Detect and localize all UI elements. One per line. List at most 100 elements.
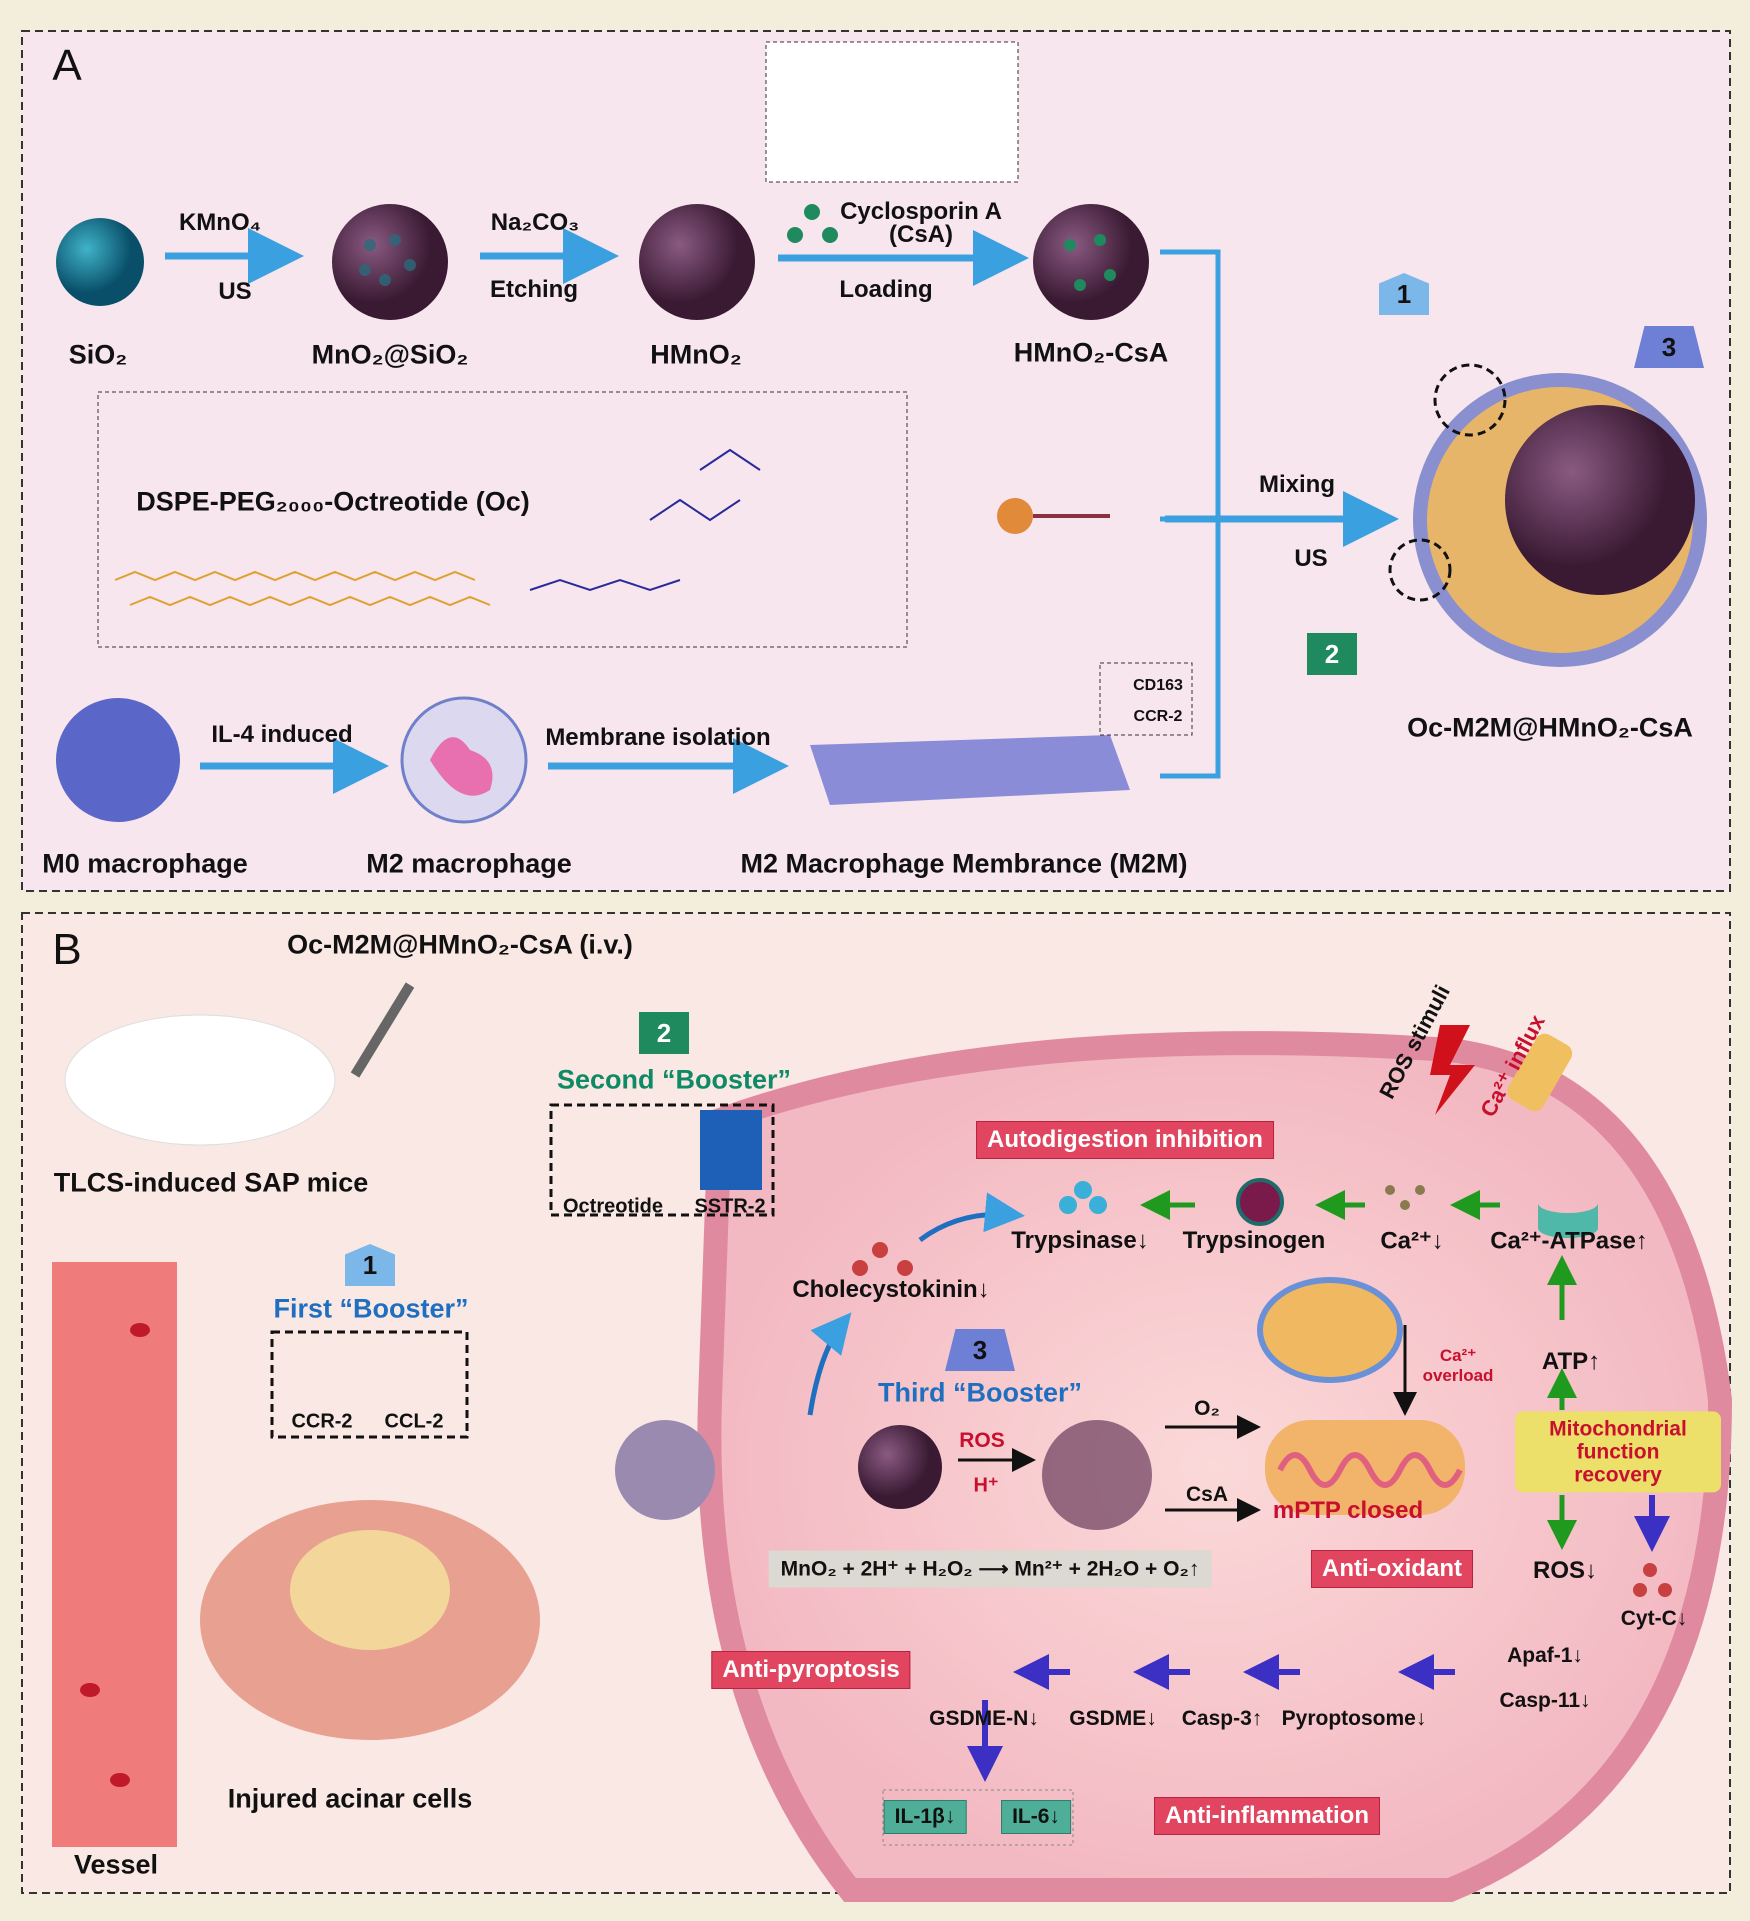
mixing-label: Mixing bbox=[1259, 471, 1335, 498]
second-booster-label: Second “Booster” bbox=[556, 1064, 792, 1095]
csa-abbr-label: (CsA) bbox=[889, 221, 953, 248]
acinar-label: Injured acinar cells bbox=[227, 1783, 473, 1814]
ros-down-label: ROS↓ bbox=[1532, 1557, 1598, 1584]
casp3-label: Casp-3↑ bbox=[1181, 1707, 1263, 1730]
casp11-label: Casp-11↓ bbox=[1499, 1689, 1591, 1712]
anti-oxidant-label: Anti-oxidant bbox=[1311, 1550, 1473, 1588]
ccr2-label: CCR-2 bbox=[291, 1410, 353, 1433]
hmno2-sphere bbox=[639, 204, 755, 320]
m2-membrane bbox=[810, 735, 1130, 805]
ros-label: ROS bbox=[959, 1429, 1005, 1452]
mouse bbox=[64, 1014, 336, 1146]
mito-recovery-label: Mitochondrial function recovery bbox=[1515, 1411, 1721, 1493]
second-booster-box bbox=[549, 1103, 775, 1217]
sio2-label: SiO₂ bbox=[68, 339, 128, 370]
oc-conjugate-icon bbox=[997, 498, 1033, 534]
apaf1-label: Apaf-1↓ bbox=[1507, 1644, 1583, 1667]
degrading-nanoparticle bbox=[1042, 1420, 1152, 1530]
csa-label: CsA bbox=[1185, 1483, 1229, 1506]
hmno2-csa-sphere bbox=[1033, 204, 1149, 320]
il4-label: IL-4 induced bbox=[211, 721, 353, 748]
cholecystokinin-label: Cholecystokinin↓ bbox=[792, 1276, 990, 1303]
indigo-arrows bbox=[967, 1495, 1670, 1782]
na2co3-label: Na₂CO₃ bbox=[490, 209, 580, 236]
badge-3: 3 bbox=[1634, 326, 1704, 368]
hmno2-csa-label: HMnO₂-CsA bbox=[1013, 337, 1169, 368]
injection-label: Oc-M2M@HMnO₂-CsA (i.v.) bbox=[287, 929, 633, 960]
cyclosporin-label: Cyclosporin A bbox=[840, 198, 1002, 225]
ultrasound-label-2: US bbox=[1294, 545, 1328, 572]
ca-overload-label: Ca²⁺ overload bbox=[1422, 1346, 1494, 1385]
first-booster-label: First “Booster” bbox=[273, 1293, 469, 1324]
autodigestion-label: Autodigestion inhibition bbox=[976, 1121, 1274, 1159]
trypsinase-icon bbox=[1059, 1181, 1107, 1214]
legend-ccr2: CCR-2 bbox=[1133, 708, 1183, 725]
sstr2-label: SSTR-2 bbox=[694, 1195, 766, 1218]
hmno2-label: HMnO₂ bbox=[650, 339, 742, 370]
cytc-label: Cyt-C↓ bbox=[1620, 1607, 1688, 1630]
csa-dots bbox=[787, 204, 1116, 291]
first-booster-box bbox=[270, 1330, 469, 1439]
sio2-sphere bbox=[56, 218, 144, 306]
loading-label: Loading bbox=[839, 276, 933, 303]
panel-a-letter: A bbox=[52, 41, 82, 90]
third-booster-label: Third “Booster” bbox=[877, 1377, 1083, 1408]
membrane-isolation-label: Membrane isolation bbox=[545, 724, 771, 751]
atp-label: ATP↑ bbox=[1541, 1348, 1601, 1375]
ultrasound-label: US bbox=[218, 278, 252, 305]
m0-macrophage bbox=[56, 698, 180, 822]
hmno2-in-cell bbox=[858, 1425, 942, 1509]
pores bbox=[359, 234, 416, 286]
anti-pyroptosis-label: Anti-pyroptosis bbox=[711, 1651, 911, 1689]
black-arrows bbox=[958, 1325, 1417, 1522]
badge-1: 1 bbox=[345, 1244, 395, 1286]
nucleus-er bbox=[1257, 1277, 1403, 1383]
panel-b-letter: B bbox=[52, 925, 82, 974]
green-arrows bbox=[1140, 1190, 1577, 1550]
mptp-label: mPTP closed bbox=[1272, 1497, 1424, 1524]
product-label: Oc-M2M@HMnO₂-CsA bbox=[1407, 712, 1693, 743]
vessel-label: Vessel bbox=[73, 1849, 159, 1880]
mitochondrion bbox=[1265, 1420, 1465, 1515]
cholecystokinin-dots bbox=[852, 1242, 1672, 1597]
mno2-sio2-sphere bbox=[332, 204, 448, 320]
il6-label: IL-6↓ bbox=[1001, 1800, 1071, 1834]
badge-2: 2 bbox=[1307, 633, 1357, 675]
o2-label: O₂ bbox=[1194, 1397, 1220, 1420]
il1b-label: IL-1β↓ bbox=[883, 1800, 967, 1834]
calcium-label: Ca²⁺↓ bbox=[1380, 1227, 1444, 1255]
trypsinogen-label: Trypsinogen bbox=[1182, 1227, 1326, 1254]
ros-lightning-icon bbox=[1430, 1025, 1475, 1115]
cyclosporin-structure bbox=[765, 41, 1019, 183]
gsdme-label: GSDME↓ bbox=[1069, 1707, 1157, 1730]
mno2-sio2-label: MnO₂@SiO₂ bbox=[311, 339, 469, 370]
gsdmen-label: GSDME-N↓ bbox=[929, 1707, 1039, 1730]
ca-atpase-label: Ca²⁺-ATPase↑ bbox=[1490, 1227, 1648, 1255]
etching-label: Etching bbox=[490, 276, 578, 303]
trypsinase-label: Trypsinase↓ bbox=[1011, 1227, 1149, 1254]
nanoparticle-cell-entry bbox=[615, 1420, 715, 1520]
ca-atpase-icon bbox=[1538, 1203, 1598, 1238]
kmno4-label: KMnO₄ bbox=[178, 209, 262, 236]
legend-box bbox=[1099, 662, 1193, 736]
ca-channel-icon bbox=[1507, 1033, 1573, 1112]
acinar-cell-membrane bbox=[697, 1031, 1733, 1902]
h-plus-label: H⁺ bbox=[973, 1474, 999, 1497]
vessel bbox=[52, 1262, 177, 1847]
syringe bbox=[350, 982, 415, 1078]
badge-1: 1 bbox=[1379, 273, 1429, 315]
dspe-label: DSPE-PEG₂₀₀₀-Octreotide (Oc) bbox=[136, 486, 530, 517]
m0-label: M0 macrophage bbox=[42, 848, 248, 879]
legend-cd163: CD163 bbox=[1133, 677, 1183, 694]
badge-2: 2 bbox=[639, 1012, 689, 1054]
octreotide-label: Octreotide bbox=[562, 1195, 664, 1218]
m2m-label: M2 Macrophage Membrance (M2M) bbox=[740, 848, 1188, 879]
badge-3: 3 bbox=[945, 1329, 1015, 1371]
anti-inflammation-label: Anti-inflammation bbox=[1154, 1797, 1380, 1835]
bracket-connector bbox=[1160, 249, 1221, 779]
reaction-equation: MnO₂ + 2H⁺ + H₂O₂ ⟶ Mn²⁺ + 2H₂O + O₂↑ bbox=[768, 1550, 1212, 1588]
m2-label: M2 macrophage bbox=[366, 848, 572, 879]
mice-label: TLCS-induced SAP mice bbox=[53, 1167, 369, 1198]
ccl2-label: CCL-2 bbox=[384, 1410, 444, 1433]
